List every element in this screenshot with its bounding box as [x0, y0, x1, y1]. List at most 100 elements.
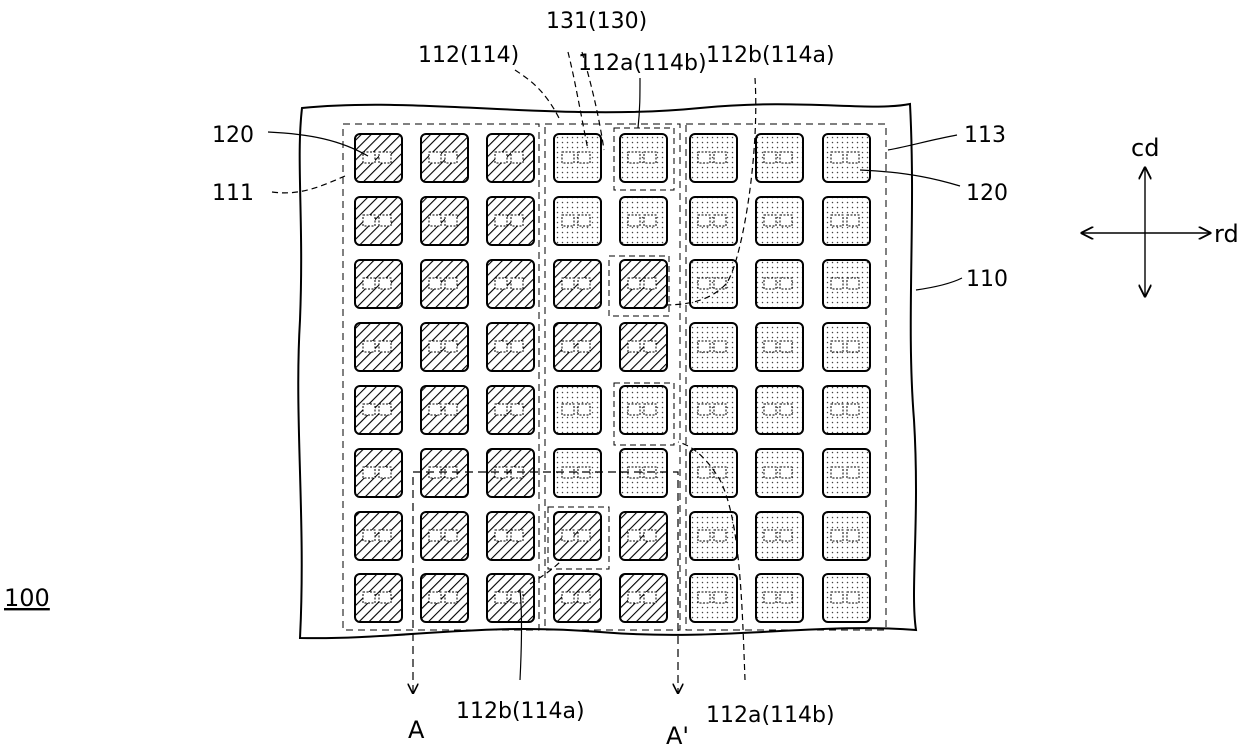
bond-pad	[780, 215, 792, 226]
bond-pad	[379, 341, 391, 352]
bond-pad	[780, 341, 792, 352]
bond-pad	[562, 152, 574, 163]
chip-label-left: 120	[212, 123, 254, 148]
bond-pad	[562, 215, 574, 226]
hatched-die	[487, 512, 534, 560]
hatched-die	[554, 260, 601, 308]
dotted-die	[690, 386, 737, 434]
bond-pad	[495, 278, 507, 289]
dotted-die	[554, 134, 601, 182]
bond-pad	[379, 467, 391, 478]
hatched-die	[487, 134, 534, 182]
bottom-112b-114a-label: 112b(114a)	[456, 699, 585, 724]
bond-pad	[714, 341, 726, 352]
bond-pad	[562, 278, 574, 289]
bond-pad	[644, 341, 656, 352]
bond-pad	[495, 152, 507, 163]
bond-pad	[644, 278, 656, 289]
bond-pad	[578, 404, 590, 415]
bond-pad	[764, 530, 776, 541]
hatched-die	[620, 512, 667, 560]
bond-pad	[578, 215, 590, 226]
hatched-die	[355, 574, 402, 622]
bond-pad	[764, 341, 776, 352]
hatched-die	[421, 323, 468, 371]
bond-pad	[379, 592, 391, 603]
dotted-die	[823, 512, 870, 560]
bond-pad	[511, 404, 523, 415]
dotted-die	[690, 574, 737, 622]
bond-pad	[495, 341, 507, 352]
bond-pad	[429, 215, 441, 226]
cd-axis-label: cd	[1131, 134, 1159, 162]
dotted-die	[823, 260, 870, 308]
hatched-die	[421, 260, 468, 308]
dotted-die	[620, 134, 667, 182]
bond-pad	[628, 152, 640, 163]
bond-pad	[445, 341, 457, 352]
dotted-die	[554, 449, 601, 497]
bond-pad	[847, 215, 859, 226]
bond-pad	[698, 530, 710, 541]
region-111-label: 111	[212, 181, 254, 206]
bond-pad	[628, 215, 640, 226]
rd-axis-label: rd	[1214, 220, 1239, 248]
bond-pad	[780, 530, 792, 541]
hatched-die	[355, 386, 402, 434]
dotted-die	[756, 512, 803, 560]
bond-pad	[363, 404, 375, 415]
bond-pad	[714, 530, 726, 541]
direction-cross	[1082, 168, 1210, 296]
bond-pad	[764, 467, 776, 478]
hatched-die	[421, 512, 468, 560]
bond-pad	[847, 592, 859, 603]
bond-pad	[578, 341, 590, 352]
bond-pad	[578, 592, 590, 603]
hatched-die	[355, 134, 402, 182]
bond-pad	[764, 215, 776, 226]
bond-pad	[644, 530, 656, 541]
chip-label-right: 120	[966, 181, 1008, 206]
hatched-die	[487, 323, 534, 371]
bond-pad	[644, 592, 656, 603]
bond-pad	[644, 215, 656, 226]
bond-pad	[429, 404, 441, 415]
dotted-die	[756, 574, 803, 622]
hatched-die	[421, 134, 468, 182]
bond-pad	[628, 278, 640, 289]
hatched-die	[355, 260, 402, 308]
bond-pad	[644, 404, 656, 415]
dotted-die	[690, 449, 737, 497]
bond-pad	[379, 278, 391, 289]
bond-pad	[628, 341, 640, 352]
hatched-die	[554, 512, 601, 560]
bond-pad	[628, 530, 640, 541]
hatched-die	[487, 386, 534, 434]
bond-pad	[363, 592, 375, 603]
bottom-112a-114b-label: 112a(114b)	[706, 703, 835, 728]
bond-pad	[363, 215, 375, 226]
dotted-die	[823, 449, 870, 497]
dotted-die	[620, 449, 667, 497]
hatched-die	[487, 260, 534, 308]
bond-pad	[445, 278, 457, 289]
bond-pad	[445, 152, 457, 163]
hatched-die	[620, 574, 667, 622]
bond-pad	[511, 215, 523, 226]
dotted-die	[690, 512, 737, 560]
bond-pad	[780, 152, 792, 163]
bond-pad	[764, 592, 776, 603]
bond-pad	[445, 592, 457, 603]
dotted-die	[690, 197, 737, 245]
bond-pad	[495, 404, 507, 415]
hatched-die	[554, 574, 601, 622]
bond-pad	[379, 530, 391, 541]
dotted-die	[690, 323, 737, 371]
bond-pad	[698, 341, 710, 352]
bond-pad	[831, 530, 843, 541]
dotted-die	[823, 386, 870, 434]
dotted-die	[756, 323, 803, 371]
bond-pad	[379, 215, 391, 226]
bond-pad	[495, 592, 507, 603]
bond-pad	[628, 404, 640, 415]
